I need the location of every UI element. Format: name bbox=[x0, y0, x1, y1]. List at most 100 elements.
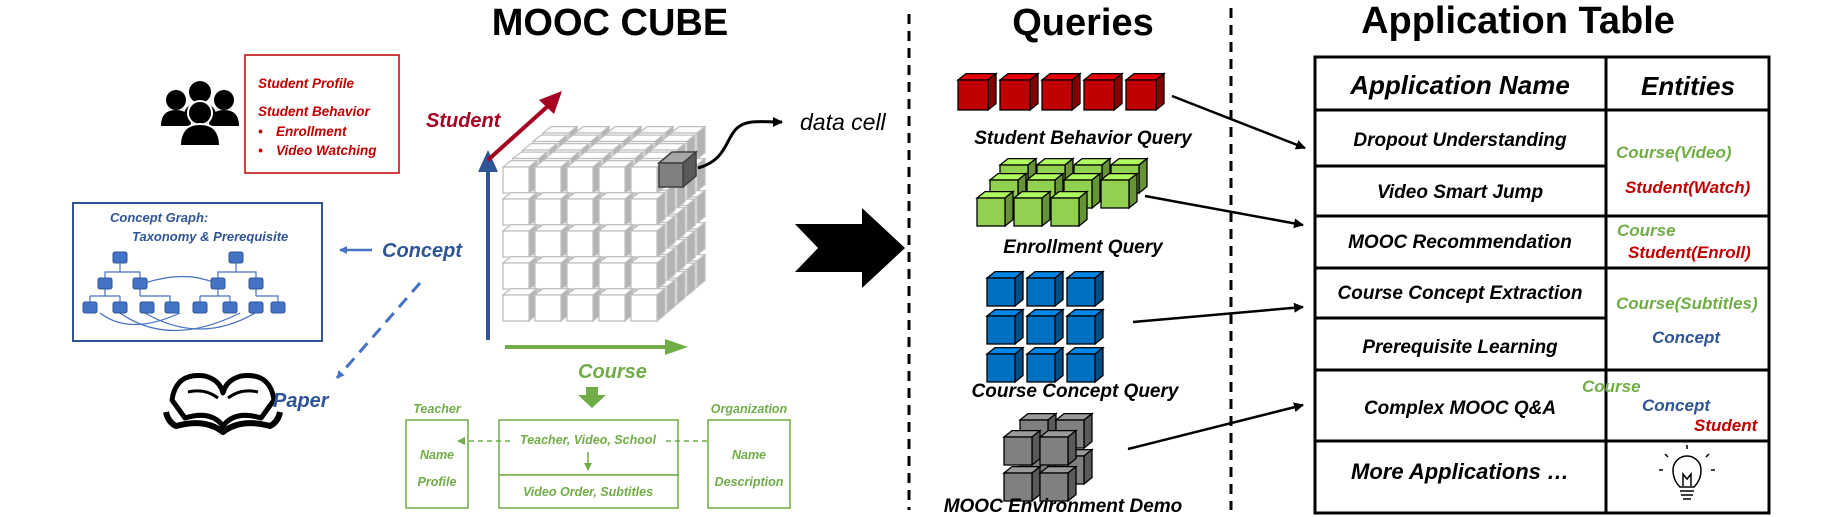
title-queries: Queries bbox=[1012, 2, 1154, 44]
cube-cell bbox=[565, 287, 603, 323]
course-concept-query-icon bbox=[985, 270, 1105, 384]
query-cube bbox=[956, 72, 998, 112]
application-table bbox=[1313, 55, 1771, 515]
query-cube bbox=[1049, 190, 1089, 228]
cube-cell bbox=[533, 255, 571, 291]
query-cube bbox=[1025, 308, 1065, 346]
paper-label: Paper bbox=[273, 390, 330, 412]
cube-cell bbox=[597, 191, 635, 227]
app-more-applications: More Applications … bbox=[1351, 459, 1569, 484]
concept-axis-head bbox=[478, 150, 498, 172]
teacher-title: Teacher bbox=[413, 402, 462, 416]
app-complex-mooc-qa: Complex MOOC Q&A bbox=[1364, 398, 1556, 419]
query-cube bbox=[1025, 346, 1065, 384]
book-icon bbox=[163, 373, 283, 435]
query-cube bbox=[1038, 465, 1078, 503]
query-cube bbox=[1012, 190, 1052, 228]
student-axis-head bbox=[539, 91, 562, 114]
student-profile-text: Student Profile bbox=[258, 76, 354, 91]
cube-cell bbox=[501, 191, 539, 227]
table-header-entities: Entities bbox=[1641, 71, 1735, 101]
lightbulb-icon bbox=[1659, 445, 1715, 500]
cube-cell bbox=[597, 287, 635, 323]
concept-label: Concept bbox=[382, 240, 463, 262]
bullet-enrollment: Enrollment bbox=[276, 124, 347, 139]
query-cube bbox=[1002, 465, 1042, 503]
entity-course-rec: Course bbox=[1617, 221, 1676, 240]
query-cube bbox=[985, 346, 1025, 384]
users-icon bbox=[161, 81, 239, 147]
title-mooc-cube: MOOC CUBE bbox=[492, 2, 728, 44]
cube-cell bbox=[565, 255, 603, 291]
course-label: Course bbox=[578, 361, 647, 383]
enrollment-query-icon bbox=[975, 157, 1149, 228]
student-label: Student bbox=[426, 110, 502, 132]
entity-student-enroll: Student(Enroll) bbox=[1628, 243, 1751, 262]
data-cell-arrow bbox=[697, 116, 783, 170]
cube-cell bbox=[533, 159, 571, 195]
app-course-concept-extraction: Course Concept Extraction bbox=[1338, 283, 1583, 304]
data-cell-highlight bbox=[656, 150, 699, 189]
query-cube bbox=[1065, 270, 1105, 308]
entity-course-subtitles: Course(Subtitles) bbox=[1616, 294, 1758, 313]
query-label-mooc-environment: MOOC Environment Demo bbox=[944, 496, 1183, 517]
course-down-arrow bbox=[578, 387, 606, 408]
query-cube bbox=[1099, 172, 1139, 210]
organization-title: Organization bbox=[711, 402, 788, 416]
entity-course-qa: Course bbox=[1582, 377, 1641, 396]
cube-cell bbox=[597, 223, 635, 259]
arrow-q3-table bbox=[1132, 302, 1304, 324]
cube-cell bbox=[533, 191, 571, 227]
teacher-box bbox=[405, 419, 469, 509]
concept-graph-title: Concept Graph: bbox=[110, 210, 208, 225]
cube-cell bbox=[629, 255, 667, 291]
cube-cell bbox=[565, 191, 603, 227]
query-cube bbox=[1082, 72, 1124, 112]
cube-cell bbox=[629, 191, 667, 227]
cube-cell bbox=[629, 223, 667, 259]
organization-description: Description bbox=[715, 475, 784, 489]
cube-cell bbox=[565, 223, 603, 259]
app-dropout-understanding: Dropout Understanding bbox=[1353, 130, 1567, 151]
query-label-enrollment: Enrollment Query bbox=[1003, 237, 1164, 258]
arrow-q2-table bbox=[1144, 194, 1304, 229]
app-video-smart-jump: Video Smart Jump bbox=[1377, 182, 1543, 203]
teacher-profile: Profile bbox=[418, 475, 457, 489]
entity-concept-qa: Concept bbox=[1642, 396, 1711, 415]
mooc-environment-demo-icon bbox=[1002, 412, 1094, 503]
organization-box bbox=[707, 419, 791, 509]
query-cube bbox=[1040, 72, 1082, 112]
query-cube bbox=[1065, 308, 1105, 346]
cube-cell bbox=[501, 159, 539, 195]
svg-text:•: • bbox=[258, 124, 263, 139]
course-bottom-box bbox=[498, 474, 679, 509]
course-details: Teacher Name Profile Teacher, Video, Sch… bbox=[405, 402, 791, 509]
cube-cell bbox=[629, 287, 667, 323]
query-cube bbox=[985, 270, 1025, 308]
course-axis-head bbox=[665, 339, 688, 355]
entity-concept-extraction: Concept bbox=[1652, 328, 1721, 347]
cube-cell bbox=[501, 287, 539, 323]
app-prerequisite-learning: Prerequisite Learning bbox=[1362, 337, 1558, 358]
query-cube bbox=[998, 72, 1040, 112]
arrow-q1-table bbox=[1171, 94, 1306, 150]
concept-graph-tree bbox=[89, 262, 279, 332]
course-center-bottom: Video Order, Subtitles bbox=[523, 485, 653, 499]
concept-graph-nodes bbox=[82, 251, 286, 314]
cube-cell bbox=[501, 255, 539, 291]
cube-cell bbox=[597, 159, 635, 195]
cube-cell bbox=[501, 223, 539, 259]
svg-text:•: • bbox=[258, 143, 263, 158]
student-axis bbox=[486, 104, 550, 162]
query-label-student-behavior: Student Behavior Query bbox=[974, 128, 1193, 149]
teacher-name: Name bbox=[420, 448, 454, 462]
query-cube bbox=[1025, 270, 1065, 308]
concept-graph-subtitle: Taxonomy & Prerequisite bbox=[132, 229, 288, 244]
cube-cell bbox=[533, 287, 571, 323]
entity-student-watch: Student(Watch) bbox=[1625, 178, 1751, 197]
table-header-application-name: Application Name bbox=[1349, 70, 1570, 100]
big-right-arrow bbox=[795, 208, 905, 288]
organization-name: Name bbox=[732, 448, 766, 462]
cube-cell bbox=[597, 255, 635, 291]
